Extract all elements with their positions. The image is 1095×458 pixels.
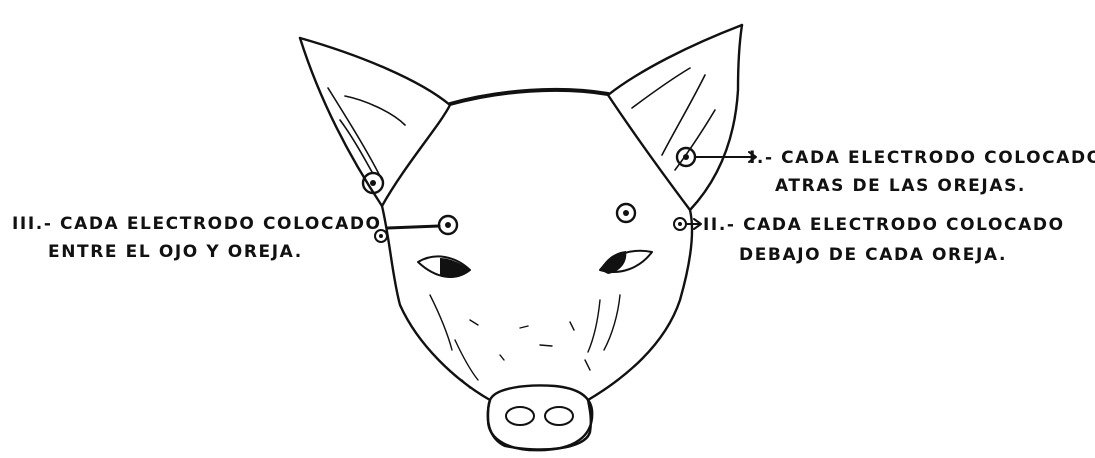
- leader-iii: [388, 226, 439, 228]
- right-ear-inner: [632, 68, 715, 170]
- label-ii-line2: DEBAJO DE CADA OREJA.: [739, 247, 1007, 264]
- label-iii-line1: III.- CADA ELECTRODO COLOCADO: [12, 216, 382, 233]
- label-i-line1: I.- CADA ELECTRODO COLOCADO: [749, 150, 1095, 167]
- label-ii-line1: II.- CADA ELECTRODO COLOCADO: [703, 217, 1065, 234]
- head-top: [450, 90, 608, 104]
- face-wrinkles: [430, 295, 620, 388]
- left-nostril: [506, 407, 534, 425]
- snout: [488, 386, 592, 451]
- label-i-line2: ATRAS DE LAS OREJAS.: [775, 178, 1026, 195]
- right-ear-outline: [608, 25, 742, 210]
- label-iii-line2: ENTRE EL OJO Y OREJA.: [48, 244, 303, 261]
- right-nostril: [545, 407, 573, 425]
